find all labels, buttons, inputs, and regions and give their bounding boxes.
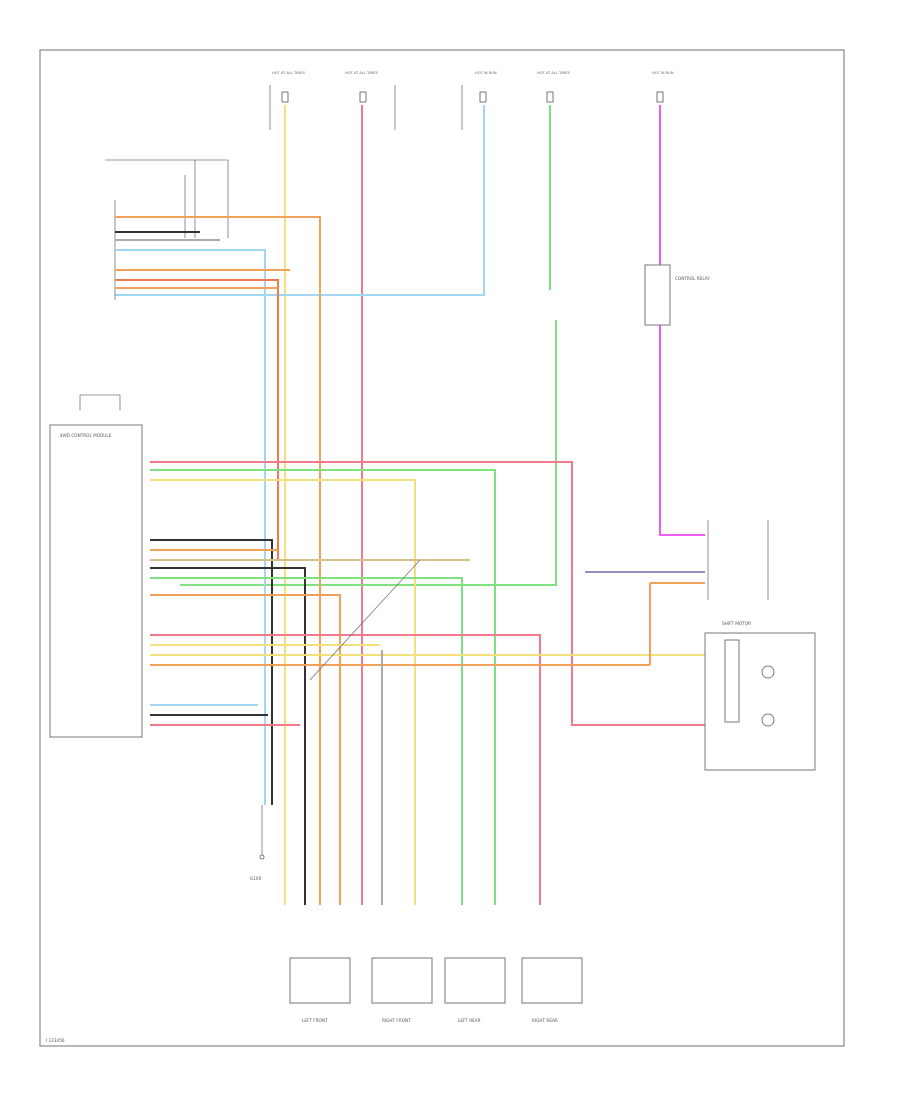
fuse-1-label: HOT AT ALL TIMES	[272, 71, 306, 75]
feed-wires	[115, 105, 705, 905]
relay-label: CONTROL RELAY	[675, 276, 710, 281]
speaker-left-front: LEFT FRONT	[289, 957, 351, 1023]
module-title: 4WD CONTROL MODULE	[60, 433, 112, 438]
control-module: 4WD CONTROL MODULE	[49, 394, 143, 738]
footer-code: I 123456	[46, 1038, 65, 1043]
fuse-4-label: HOT AT ALL TIMES	[537, 71, 571, 75]
fuse-3-label: HOT IN RUN	[475, 71, 497, 75]
speaker-group: LEFT FRONT RIGHT FRONT LEFT REAR RIGHT R…	[289, 957, 583, 1023]
speaker-right-front-label: RIGHT FRONT	[382, 1018, 411, 1023]
speaker-left-rear: LEFT REAR	[444, 957, 506, 1023]
ground-label: G100	[250, 876, 262, 881]
fuse-group: HOT AT ALL TIMES HOT AT ALL TIMES HOT IN…	[269, 71, 674, 130]
speaker-right-rear-label: RIGHT REAR	[532, 1018, 558, 1023]
fuse-4: HOT AT ALL TIMES	[537, 71, 571, 103]
speaker-left-rear-label: LEFT REAR	[458, 1018, 481, 1023]
fuse-2: HOT AT ALL TIMES	[345, 71, 396, 130]
sensor-connector	[105, 159, 321, 905]
fuse-5: HOT IN RUN	[652, 71, 674, 103]
speaker-left-front-label: LEFT FRONT	[302, 1018, 328, 1023]
feed-wire-green	[180, 105, 557, 586]
fuse-1: HOT AT ALL TIMES	[269, 71, 306, 130]
feed-wire-blue	[115, 105, 485, 296]
fuse-2-label: HOT AT ALL TIMES	[345, 71, 379, 75]
fuse-5-label: HOT IN RUN	[652, 71, 674, 75]
speaker-right-rear: RIGHT REAR	[521, 957, 583, 1023]
shift-motor-label: SHIFT MOTOR	[722, 621, 751, 626]
feed-wire-magenta	[659, 105, 705, 536]
diagram-frame	[39, 49, 845, 1047]
right-relay: SHIFT MOTOR CONTROL RELAY	[585, 264, 816, 771]
module-wires	[150, 461, 705, 905]
fuse-3: HOT IN RUN	[461, 71, 497, 130]
speaker-right-front: RIGHT FRONT	[371, 957, 433, 1023]
ground: G100	[250, 805, 265, 881]
